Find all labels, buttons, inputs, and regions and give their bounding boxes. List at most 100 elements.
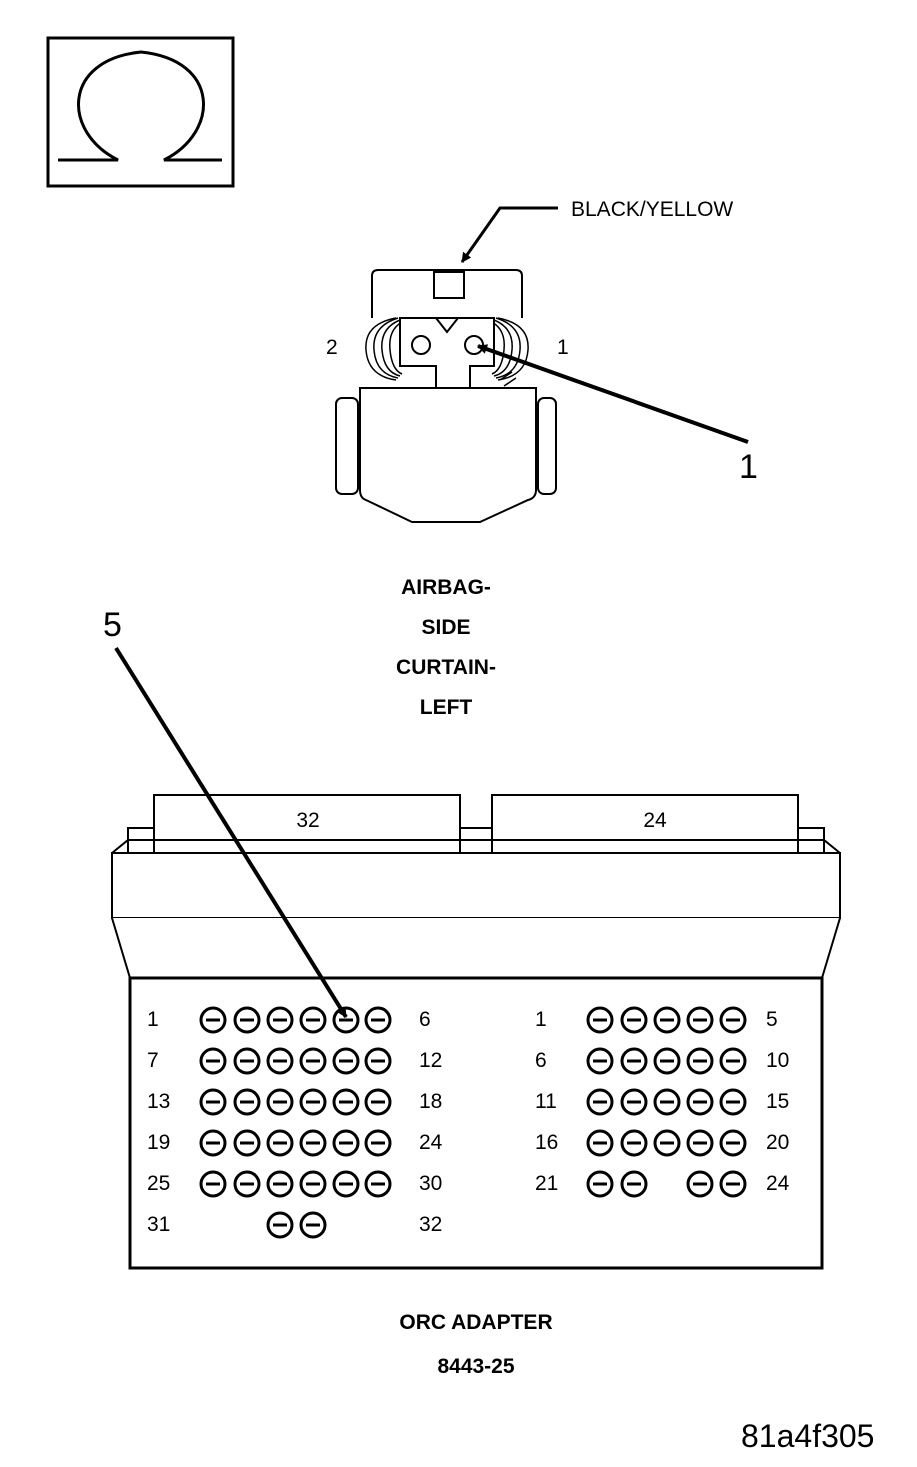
pin-socket bbox=[266, 1129, 294, 1157]
pin-socket bbox=[719, 1088, 747, 1116]
left-row-3-end: 18 bbox=[419, 1090, 443, 1113]
left-row-6-end: 32 bbox=[419, 1213, 443, 1236]
pin-socket bbox=[686, 1129, 714, 1157]
pin-2-terminal bbox=[411, 335, 431, 355]
pin-socket bbox=[719, 1047, 747, 1075]
wire-color-leader bbox=[460, 206, 558, 263]
pin-socket bbox=[620, 1088, 648, 1116]
pin-socket bbox=[332, 1047, 360, 1075]
pin-socket bbox=[719, 1170, 747, 1198]
pin-socket bbox=[199, 1088, 227, 1116]
pin-socket bbox=[233, 1047, 261, 1075]
airbag-title-line-4: LEFT bbox=[419, 696, 473, 719]
callout-1-label: 1 bbox=[739, 448, 758, 486]
right-row-5-end: 24 bbox=[766, 1172, 790, 1195]
pin-socket bbox=[199, 1047, 227, 1075]
pin-2-label: 2 bbox=[326, 336, 338, 359]
pin-socket bbox=[199, 1170, 227, 1198]
pin-socket bbox=[653, 1129, 681, 1157]
pin-socket bbox=[199, 1006, 227, 1034]
ohm-icon bbox=[46, 36, 235, 188]
pin-socket bbox=[233, 1088, 261, 1116]
connector-24-housing bbox=[491, 794, 799, 854]
wire-wrap-right bbox=[491, 317, 529, 381]
callout-5-label: 5 bbox=[103, 606, 122, 644]
pin-socket bbox=[199, 1129, 227, 1157]
pin-socket bbox=[299, 1211, 327, 1239]
pin-socket bbox=[299, 1088, 327, 1116]
pin-socket bbox=[364, 1170, 392, 1198]
pin-socket bbox=[586, 1088, 614, 1116]
pin-socket bbox=[266, 1088, 294, 1116]
right-row-4-end: 20 bbox=[766, 1131, 790, 1154]
pin-socket bbox=[233, 1006, 261, 1034]
pin-grid bbox=[199, 1006, 747, 1239]
adapter-title: ORC ADAPTER bbox=[399, 1311, 553, 1334]
right-row-3-end: 15 bbox=[766, 1090, 790, 1113]
pin-socket bbox=[620, 1129, 648, 1157]
terminal-block bbox=[399, 317, 495, 393]
pin-socket bbox=[266, 1047, 294, 1075]
right-row-2-end: 10 bbox=[766, 1049, 790, 1072]
left-row-4-start: 19 bbox=[147, 1131, 171, 1154]
pin-socket bbox=[719, 1129, 747, 1157]
right-row-3-start: 11 bbox=[535, 1090, 557, 1113]
pin-socket bbox=[364, 1006, 392, 1034]
body-ridge-right bbox=[537, 397, 557, 495]
pin-socket bbox=[332, 1170, 360, 1198]
connector-32-housing bbox=[153, 794, 461, 854]
pin-socket bbox=[620, 1170, 648, 1198]
callout-1-leader bbox=[477, 344, 749, 444]
pin-socket bbox=[233, 1170, 261, 1198]
pin-socket bbox=[332, 1006, 360, 1034]
wire-wrap-left bbox=[365, 317, 403, 381]
pin-socket bbox=[299, 1129, 327, 1157]
left-row-6-start: 31 bbox=[147, 1213, 171, 1236]
pin-socket bbox=[653, 1088, 681, 1116]
airbag-title-line-2: SIDE bbox=[421, 616, 471, 639]
right-row-1-start: 1 bbox=[535, 1008, 547, 1031]
pin-socket bbox=[586, 1047, 614, 1075]
pin-socket bbox=[620, 1006, 648, 1034]
pin-socket bbox=[586, 1170, 614, 1198]
pin-socket bbox=[299, 1006, 327, 1034]
pin-socket bbox=[364, 1088, 392, 1116]
right-row-2-start: 6 bbox=[535, 1049, 547, 1072]
pin-1-label: 1 bbox=[557, 336, 569, 359]
pin-socket bbox=[586, 1006, 614, 1034]
airbag-title-line-3: CURTAIN- bbox=[396, 656, 496, 679]
left-row-3-start: 13 bbox=[147, 1090, 171, 1113]
pin-socket bbox=[719, 1006, 747, 1034]
pin-socket bbox=[620, 1047, 648, 1075]
left-row-5-start: 25 bbox=[147, 1172, 171, 1195]
callout-5-leader bbox=[114, 646, 348, 1019]
left-row-1-start: 1 bbox=[147, 1008, 159, 1031]
left-row-5-end: 30 bbox=[419, 1172, 443, 1195]
adapter-part-number: 8443-25 bbox=[437, 1355, 515, 1378]
adapter-top-band bbox=[111, 852, 841, 919]
pin-socket bbox=[332, 1088, 360, 1116]
airbag-title-line-1: AIRBAG- bbox=[401, 576, 491, 599]
pin-socket bbox=[653, 1006, 681, 1034]
left-row-1-end: 6 bbox=[419, 1008, 431, 1031]
right-row-1-end: 5 bbox=[766, 1008, 778, 1031]
pin-socket bbox=[686, 1006, 714, 1034]
pin-socket bbox=[266, 1006, 294, 1034]
figure-id: 81a4f305 bbox=[741, 1418, 875, 1454]
pin-socket bbox=[364, 1047, 392, 1075]
pin-socket bbox=[653, 1047, 681, 1075]
right-row-5-start: 21 bbox=[535, 1172, 559, 1195]
orc-adapter bbox=[111, 646, 841, 1270]
pin-socket bbox=[266, 1170, 294, 1198]
wire-color-label: BLACK/YELLOW bbox=[571, 198, 734, 221]
pin-socket bbox=[299, 1047, 327, 1075]
connector-32-label: 32 bbox=[296, 809, 320, 832]
pin-socket bbox=[586, 1129, 614, 1157]
pin-socket bbox=[299, 1170, 327, 1198]
connector-latch bbox=[433, 271, 465, 299]
left-row-4-end: 24 bbox=[419, 1131, 443, 1154]
pin-socket bbox=[686, 1047, 714, 1075]
pin-socket bbox=[364, 1129, 392, 1157]
pin-socket bbox=[686, 1088, 714, 1116]
